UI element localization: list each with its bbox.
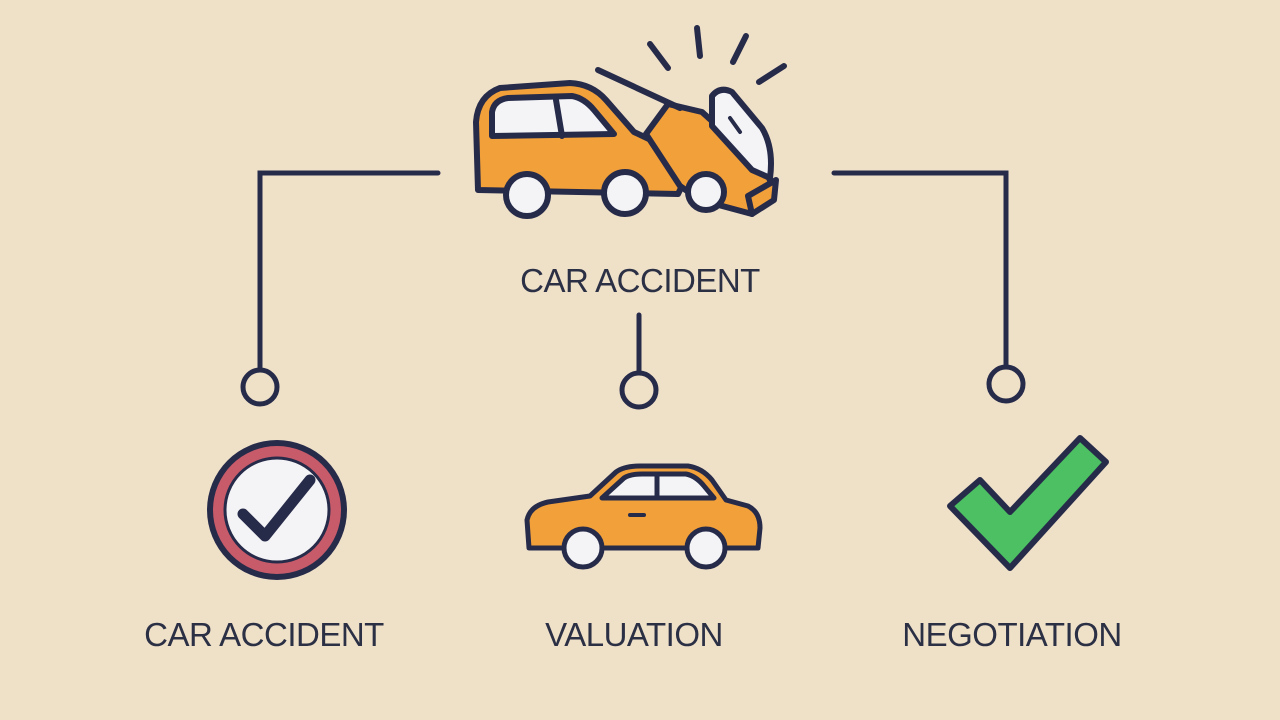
- node-label-valuation: VALUATION: [545, 616, 723, 653]
- connector-node-left: [240, 367, 280, 407]
- crumpled-hood: [709, 86, 774, 181]
- root-label: CAR ACCIDENT: [520, 262, 760, 299]
- connector-left: [257, 170, 441, 373]
- car-icon: [524, 463, 763, 570]
- checkmark-icon: [947, 435, 1109, 571]
- node-label-negotiation: NEGOTIATION: [902, 616, 1122, 653]
- connector-right: [831, 170, 1009, 372]
- connector-node-middle: [619, 370, 659, 410]
- connector-lines: [257, 170, 1009, 375]
- connector-nodes: [240, 364, 1026, 410]
- checkmark-circle-icon: [207, 440, 347, 580]
- car-crash-icon: [473, 25, 787, 219]
- rear-car-window: [489, 93, 617, 139]
- impact-rays: [647, 25, 787, 85]
- connector-node-right: [986, 364, 1026, 404]
- node-label-car-accident: CAR ACCIDENT: [144, 616, 384, 653]
